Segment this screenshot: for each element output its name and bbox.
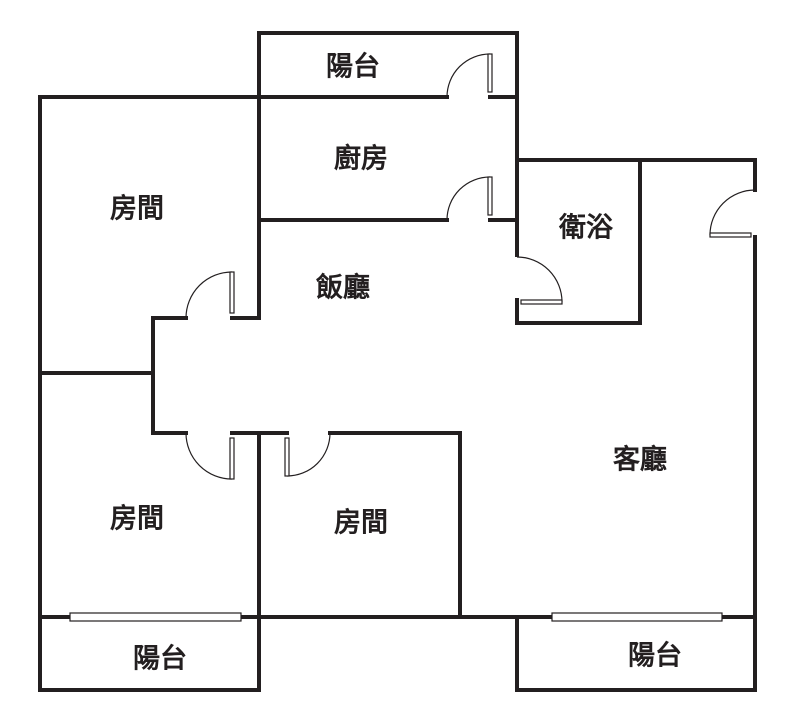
door-bathroom[interactable]	[516, 256, 563, 305]
door-bedroom-top-left[interactable]	[185, 271, 235, 319]
label-bedroom-top-left: 房間	[110, 194, 164, 225]
door-entrance[interactable]	[709, 189, 756, 238]
label-balcony-bottom-right: 陽台	[628, 640, 682, 672]
window-bottom-left	[69, 612, 242, 622]
label-living: 客廳	[613, 444, 667, 476]
label-balcony-top: 陽台	[326, 51, 380, 83]
label-dining: 飯廳	[316, 272, 370, 304]
label-bedroom-middle: 房間	[334, 508, 388, 539]
window-bottom-right	[551, 612, 723, 622]
door-kitchen[interactable]	[446, 176, 493, 221]
label-bedroom-bottom-left: 房間	[110, 504, 164, 535]
door-balcony-top[interactable]	[446, 53, 493, 98]
doors	[185, 53, 756, 480]
windows	[69, 612, 723, 622]
door-bedroom-bottom-left[interactable]	[185, 432, 235, 480]
door-bedroom-middle[interactable]	[284, 432, 331, 477]
label-balcony-bottom-left: 陽台	[133, 643, 187, 675]
label-bathroom: 衛浴	[558, 212, 614, 244]
label-kitchen: 廚房	[334, 143, 388, 175]
room-labels: 陽台 廚房 房間 衛浴 飯廳 客廳 房間 房間 陽台 陽台	[110, 51, 682, 675]
walls	[38, 31, 757, 692]
